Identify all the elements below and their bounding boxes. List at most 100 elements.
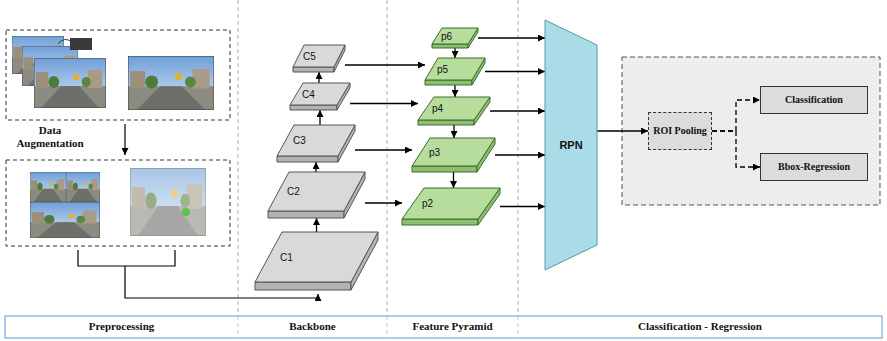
plate-shape [412,138,495,172]
plate-shape [432,28,478,48]
flow-arrow [319,110,320,125]
feature-map-plate: C5 [293,45,345,72]
flow-arrow [318,72,319,83]
plate-front [268,211,344,218]
plate-front [290,105,337,110]
layer-label: p4 [432,103,443,114]
node-label: Bbox-Regression [778,161,850,173]
plate-top [277,125,355,156]
plate-front [425,80,472,85]
flow-arrow [350,103,418,104]
layer-label: C5 [303,51,316,62]
augmentation-mark [182,208,190,216]
layer-label: p3 [429,147,440,158]
flow-arrow [597,130,648,131]
plate-front [402,219,478,225]
node-label: RPN [559,139,582,151]
flow-arrow [712,100,760,131]
plate-top [402,188,500,219]
photo [30,172,66,202]
separator-line [387,0,388,316]
feature-map-plate: C2 [268,172,365,218]
flow-arrow [316,218,317,232]
flow-arrow [485,71,545,72]
flow-arrow [355,149,412,150]
feature-map-plate: p3 [412,138,495,172]
photo [128,56,214,110]
bracket-line [78,250,175,266]
input-images [12,36,214,110]
feature-map-plate: p5 [425,58,485,85]
process-box: Bbox-Regression [760,153,868,181]
plate-top [290,83,350,105]
sign-icon [70,38,92,50]
flow-arrow [490,110,545,111]
plate-top [255,232,378,282]
flow-arrow [453,125,454,138]
flow-arrow [454,85,455,97]
bar-divider [518,316,519,338]
layer-label: C3 [293,135,306,146]
flow-arrow [478,37,545,38]
layer-label: C4 [302,89,315,100]
step-label: Data Augmentation [8,124,92,150]
flow-arrow [495,154,545,155]
flow-arrow [712,131,760,167]
input-image-frame [6,30,230,120]
plate-shape [418,97,490,125]
plate-top [432,28,478,44]
plate-shape [290,83,350,110]
plate-shape [268,172,365,218]
layer-label: C1 [280,252,293,263]
feature-map-plate: C4 [290,83,350,110]
plate-top [268,172,365,211]
photo [30,202,100,238]
separator-line [518,0,519,316]
plate-front [255,282,351,290]
plate-front [432,44,468,48]
section-label: Backbone [238,320,387,333]
plate-shape [293,45,345,72]
feature-map-plate: p4 [418,97,490,125]
feature-map-plate: C1 [255,232,378,290]
flow-arrow [500,206,545,207]
plate-top [418,97,490,120]
photo [130,168,206,236]
node-label: Classification [785,94,843,106]
layer-label: p6 [441,31,452,42]
layer-label: C2 [287,186,300,197]
photo [34,58,106,108]
bar-dividers [238,316,518,338]
flow-arrow [315,162,316,172]
rpn-trapezoid [545,20,597,270]
plate-top [425,58,485,80]
sign-pointer [58,39,72,44]
process-box: ROI Pooling [648,112,712,150]
plate-front [412,166,477,172]
plate-top [293,45,345,67]
flow-arrow [365,202,402,203]
feature-map-plate: C3 [277,125,355,162]
augmentation-arrow [124,124,125,155]
bar-divider [387,316,388,338]
plate-front [293,67,334,72]
flow-arrow [345,64,425,65]
process-box: Classification [760,86,868,114]
plate-shape [402,188,500,225]
section-label: Feature Pyramid [387,320,518,333]
head-panel [622,57,880,205]
plate-top [412,138,495,166]
section-label: Preprocessing [5,320,238,333]
plate-shape [277,125,355,162]
feature-map-plate: p6 [432,28,478,48]
section-label: Classification - Regression [518,320,882,333]
section-separators [238,0,518,316]
augmented-images [30,168,206,238]
flow-arrow [454,48,455,58]
node-label: ROI Pooling [653,125,707,137]
augmented-image-frame [6,160,230,246]
plate-shape [255,232,378,290]
separator-line [238,0,239,316]
plate-shape [425,58,485,85]
